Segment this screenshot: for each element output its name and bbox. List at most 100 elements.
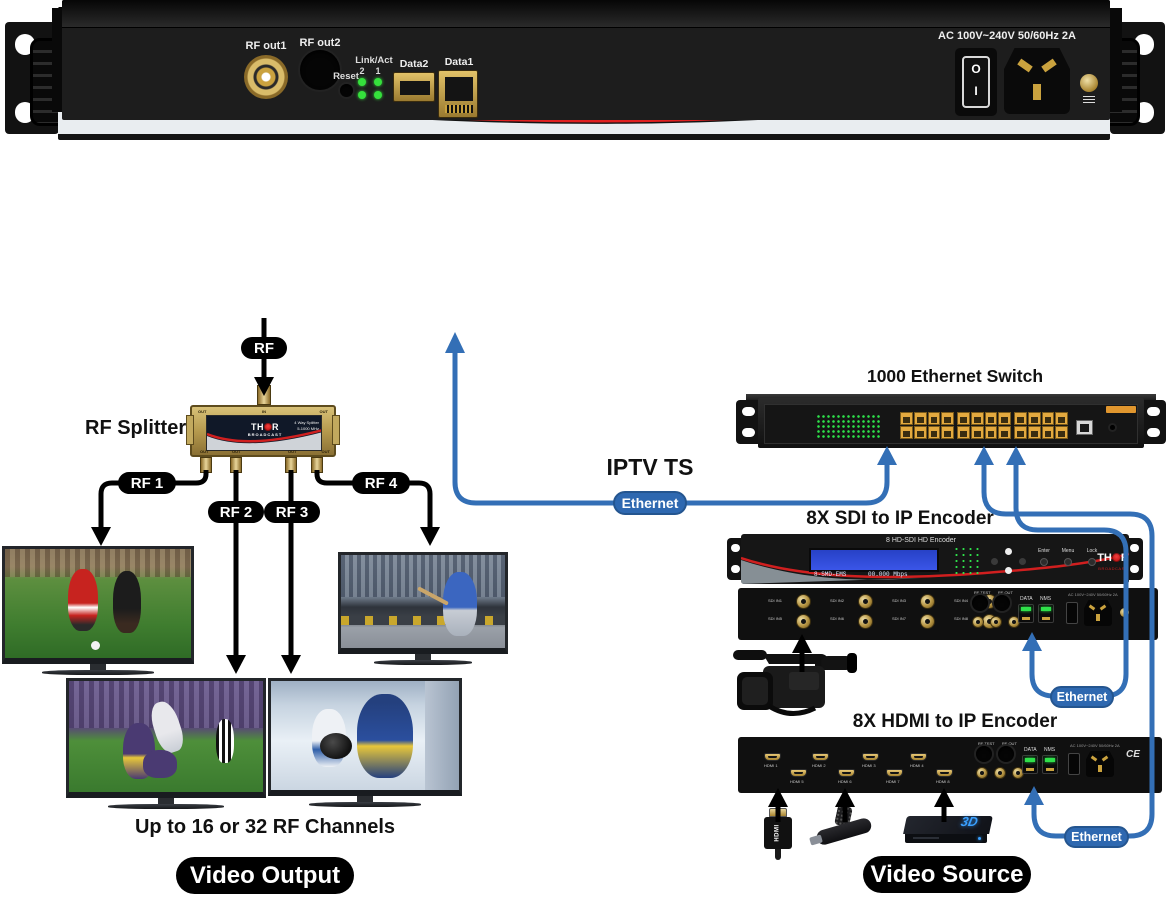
sdi-data-port[interactable] (1018, 604, 1034, 623)
hdmi-rf-out-port[interactable] (998, 746, 1014, 762)
hdmi-in-port[interactable] (910, 753, 927, 761)
splitter-out-connector (285, 457, 297, 473)
sdi-ground-screw (1120, 608, 1129, 617)
football-referee (216, 718, 235, 763)
hdmi-in-port[interactable] (862, 753, 879, 761)
hdmi-in-port[interactable] (790, 769, 807, 777)
sdi-in-connector[interactable] (858, 594, 873, 609)
hdmi-rf-test-port[interactable] (976, 746, 992, 762)
switch-right-ear (1140, 400, 1166, 444)
baseball-scene (341, 555, 505, 648)
rf-channels-note: Up to 16 or 32 RF Channels (134, 816, 396, 838)
switch-badge (1106, 406, 1136, 413)
hdmi-data-label: DATA (1024, 747, 1037, 753)
sdi-model-label: 8 HD-SDI HD Encoder (885, 537, 957, 544)
switch-led-matrix (816, 414, 880, 438)
streaming-stick-icon (809, 804, 878, 856)
sdi-asi-connector[interactable] (990, 616, 1002, 628)
iptv-ts-label: IPTV TS (606, 454, 694, 480)
sdi-enter-button[interactable] (1040, 558, 1048, 566)
sdi-encoder-rear: SDI IN1 SDI IN5 SDI IN2 SDI IN6 SDI IN3 … (738, 588, 1158, 640)
hdmi-in-port[interactable] (764, 753, 781, 761)
data2-sfp-port[interactable] (393, 72, 435, 102)
tv-stand-foot (308, 802, 422, 807)
hdmi-in-port[interactable] (812, 753, 829, 761)
splitter-body: OUT IN OUT THORTHR BROADCAST 4 Way Split… (186, 405, 340, 457)
sdi-nav-buttons[interactable] (991, 548, 1027, 574)
sdi-rf-out-port[interactable] (994, 595, 1010, 611)
sdi-port-label: SDI IN2 (830, 598, 845, 603)
sdi-port-label: SDI IN7 (892, 616, 907, 621)
hockey-player-blue (357, 694, 414, 779)
sdi-nms-label: NMS (1040, 596, 1052, 602)
tv-soccer-screen (2, 546, 194, 664)
splitter-brand: THORTHR BROADCAST (237, 422, 293, 437)
sdi-rf-test-port[interactable] (972, 595, 988, 611)
tv-baseball (338, 552, 508, 665)
splitter-out-connector (230, 457, 242, 473)
hdmi-asi-connector[interactable] (976, 767, 988, 779)
hdmi-power-label: AC 100V~240V 50/60Hz 2A (1070, 743, 1120, 748)
hockey-puck (319, 733, 352, 760)
switch-reset-hole[interactable] (1110, 425, 1115, 430)
sdi-port-label: SDI IN5 (768, 616, 783, 621)
sdi-port-label: SDI IN8 (954, 616, 969, 621)
switch-port-group-1[interactable] (900, 412, 954, 439)
rear-panel-top-face (62, 0, 1110, 28)
sdi-power-switch[interactable] (1066, 602, 1078, 624)
hdmi-iec-inlet[interactable] (1086, 751, 1114, 777)
hdmi-in-port[interactable] (886, 769, 903, 777)
soccer-player-black (112, 570, 141, 633)
hdmi-port-label: HDMI 8 (936, 779, 950, 784)
splitter-plate-swoosh (207, 429, 321, 450)
sdi-in-connector[interactable] (920, 614, 935, 629)
bluray-3d-label: 3D (959, 814, 980, 829)
sdi-in-connector[interactable] (858, 614, 873, 629)
splitter-out-label: OUT (288, 449, 297, 454)
power-switch[interactable]: O I (955, 48, 997, 116)
data2-label: Data2 (399, 58, 429, 70)
switch-port-group-3[interactable] (1014, 412, 1068, 439)
hdmi-in-port[interactable] (838, 769, 855, 777)
linkact-led (358, 78, 366, 86)
sdi-menu-button[interactable] (1064, 558, 1072, 566)
reset-button[interactable] (340, 84, 353, 97)
ethernet-pill-3: Ethernet (1064, 826, 1129, 848)
splitter-out-connector (200, 457, 212, 473)
rear-panel-body: RF out1 RF out2 Reset Link/Act 2 1 Data2… (62, 0, 1110, 120)
switch-port-group-2[interactable] (957, 412, 1011, 439)
splitter-out-connector (311, 457, 323, 473)
hdmi-power-switch[interactable] (1068, 753, 1080, 775)
hdmi-asi-connector[interactable] (994, 767, 1006, 779)
hdmi-data-port[interactable] (1022, 755, 1038, 774)
sdi-port-label: SDI IN1 (768, 598, 783, 603)
data1-ethernet-port[interactable] (438, 70, 478, 118)
hdmi-nms-label: NMS (1044, 747, 1056, 753)
ce-mark: CE (1126, 749, 1140, 760)
rf-out2-connector[interactable] (300, 50, 340, 90)
rf1-pill-label: RF 1 (130, 474, 164, 492)
sdi-in-connector[interactable] (920, 594, 935, 609)
sdi-in-connector[interactable] (796, 614, 811, 629)
rf-out1-connector[interactable] (244, 55, 288, 99)
sdi-in-connector[interactable] (796, 594, 811, 609)
sdi-asi-connector[interactable] (972, 616, 984, 628)
splitter-in-connector (257, 385, 271, 405)
switch-console-port[interactable] (1076, 420, 1093, 435)
hdmi-in-port[interactable] (936, 769, 953, 777)
splitter-spec-line2: 5-1000 MHz (297, 426, 319, 431)
hdmi-nms-port[interactable] (1042, 755, 1058, 774)
tv-stand-foot (108, 804, 224, 809)
sdi-iec-inlet[interactable] (1084, 600, 1112, 626)
hdmi-port-label: HDMI 5 (790, 779, 804, 784)
ethernet-label: Ethernet (1071, 830, 1122, 844)
rf-out1-label: RF out1 (245, 40, 287, 52)
iec-power-inlet[interactable] (1004, 48, 1070, 114)
console-inner (1080, 424, 1089, 432)
sdi-bnc-col: SDI IN2 SDI IN6 (830, 588, 882, 640)
sdi-port-label: SDI IN4 (954, 598, 969, 603)
splitter-out-label: OUT (232, 449, 241, 454)
sdi-nms-port[interactable] (1038, 604, 1054, 623)
tv-baseball-screen (338, 552, 508, 654)
